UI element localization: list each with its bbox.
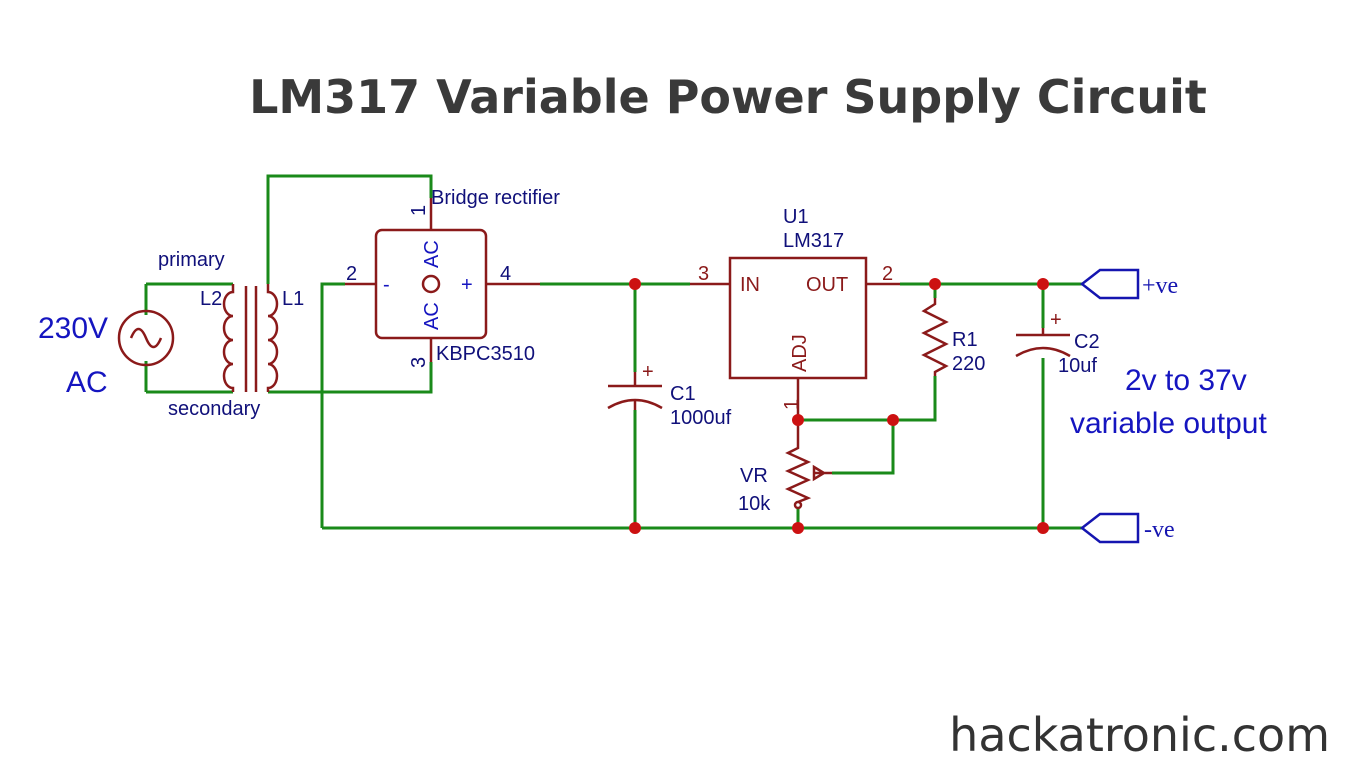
junction-node bbox=[629, 278, 641, 290]
bridge-rectifier-symbol bbox=[345, 198, 540, 362]
regulator-out-pin-number: 2 bbox=[882, 263, 893, 285]
coil-l2-label: L2 bbox=[200, 288, 222, 310]
primary-label: primary bbox=[158, 249, 225, 271]
rectifier-plus-label: + bbox=[461, 274, 473, 296]
c2-polarity-label: + bbox=[1050, 309, 1062, 331]
vr-value-label: 10k bbox=[738, 493, 771, 515]
wires bbox=[144, 174, 1082, 530]
potentiometer-vr-symbol bbox=[784, 420, 832, 510]
regulator-in-pin-number: 3 bbox=[698, 263, 709, 285]
output-description-label: variable output bbox=[1070, 407, 1267, 440]
capacitor-c2-symbol bbox=[1015, 328, 1071, 358]
junction-node bbox=[929, 278, 941, 290]
coil-l1-label: L1 bbox=[282, 288, 304, 310]
vr-ref-label: VR bbox=[740, 465, 768, 487]
regulator-part-label: LM317 bbox=[783, 230, 844, 252]
junction-node bbox=[792, 522, 804, 534]
regulator-in-label: IN bbox=[740, 274, 760, 296]
c1-value-label: 1000uf bbox=[670, 407, 732, 429]
source-voltage-label: 230V bbox=[38, 312, 108, 345]
ac-source-symbol bbox=[117, 309, 175, 367]
page-title: LM317 Variable Power Supply Circuit bbox=[249, 70, 1207, 124]
positive-output-port bbox=[1079, 268, 1140, 300]
regulator-symbol bbox=[690, 256, 900, 420]
rectifier-name-label: Bridge rectifier bbox=[431, 187, 560, 209]
rectifier-pin2-label: 2 bbox=[346, 263, 357, 285]
website-watermark: hackatronic.com bbox=[949, 708, 1330, 762]
output-range-label: 2v to 37v bbox=[1125, 364, 1247, 397]
c2-ref-label: C2 bbox=[1074, 331, 1100, 353]
junction-node bbox=[1037, 278, 1049, 290]
rectifier-pin4-label: 4 bbox=[500, 263, 511, 285]
rectifier-part-label: KBPC3510 bbox=[436, 343, 535, 365]
resistor-r1-symbol bbox=[921, 298, 949, 376]
transformer-symbol bbox=[222, 284, 279, 392]
junction-nodes bbox=[629, 278, 1049, 534]
source-type-label: AC bbox=[66, 366, 108, 399]
regulator-ref-label: U1 bbox=[783, 206, 809, 228]
junction-node bbox=[887, 414, 899, 426]
positive-output-label: +ve bbox=[1142, 273, 1178, 299]
c1-ref-label: C1 bbox=[670, 383, 696, 405]
negative-output-port bbox=[1079, 512, 1140, 544]
r1-value-label: 220 bbox=[952, 353, 985, 375]
junction-node bbox=[629, 522, 641, 534]
c1-polarity-label: + bbox=[642, 361, 654, 383]
rectifier-pin3-label: 3 bbox=[408, 357, 430, 368]
rectifier-ac-top-label: AC bbox=[421, 240, 443, 268]
regulator-adj-label: ADJ bbox=[789, 334, 811, 372]
c2-value-label: 10uf bbox=[1058, 355, 1097, 377]
rectifier-minus-label: - bbox=[383, 274, 390, 296]
r1-ref-label: R1 bbox=[952, 329, 978, 351]
capacitor-c1-symbol bbox=[607, 372, 663, 410]
negative-output-label: -ve bbox=[1144, 517, 1175, 543]
secondary-label: secondary bbox=[168, 398, 260, 420]
regulator-adj-pin-number: 1 bbox=[781, 399, 803, 410]
rectifier-pin1-label: 1 bbox=[408, 205, 430, 216]
regulator-out-label: OUT bbox=[806, 274, 848, 296]
junction-node bbox=[1037, 522, 1049, 534]
junction-node bbox=[792, 414, 804, 426]
rectifier-ac-bottom-label: AC bbox=[421, 302, 443, 330]
